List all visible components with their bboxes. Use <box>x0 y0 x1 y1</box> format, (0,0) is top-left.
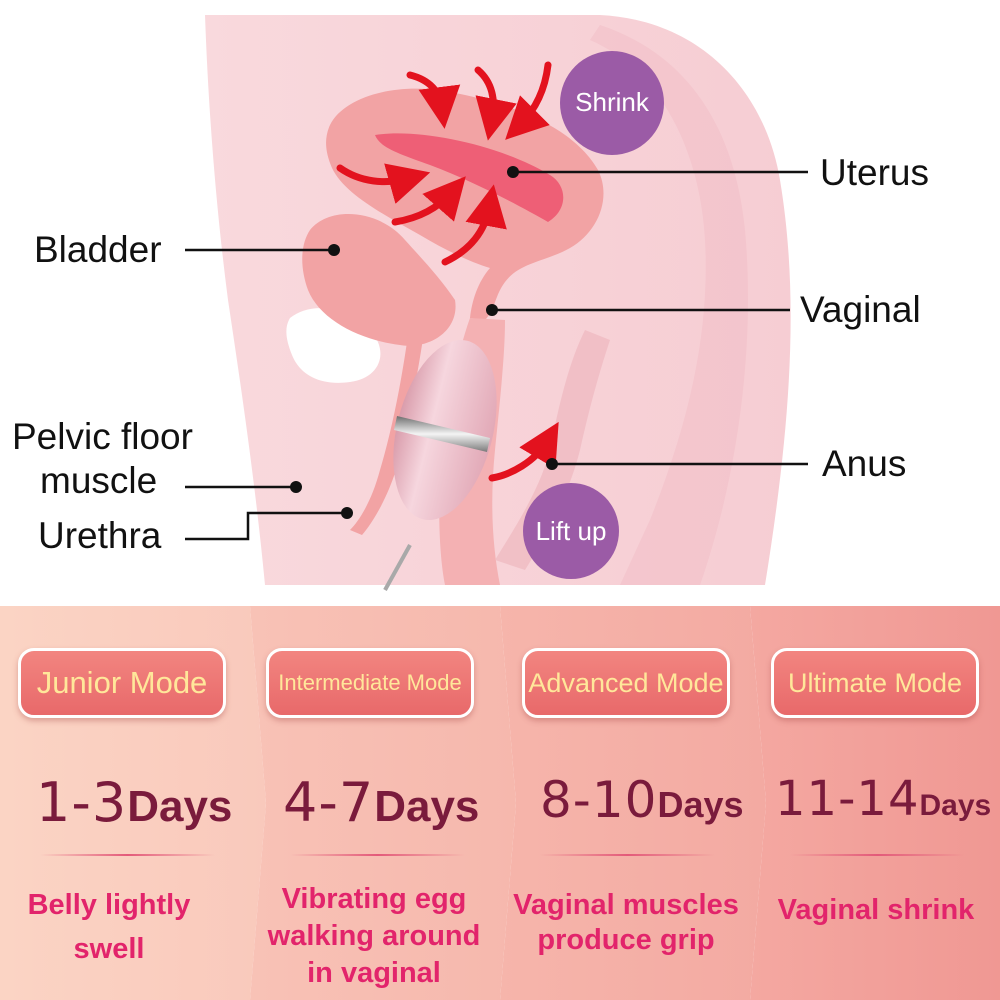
advanced-divider <box>540 854 715 856</box>
intermediate-divider <box>290 854 465 856</box>
label-uterus: Uterus <box>820 152 929 193</box>
training-steps: Junior Mode 1-3Days Belly lightly swell … <box>0 606 1000 1000</box>
intermediate-mode-button: Intermediate Mode <box>266 648 474 718</box>
shrink-badge-circle <box>560 51 664 155</box>
label-pelvic-floor-line2: muscle <box>40 460 158 501</box>
intermediate-days-unit: Days <box>374 782 480 831</box>
shrink-arrows <box>336 61 559 482</box>
label-anus: Anus <box>822 443 907 484</box>
junior-days: 1-3Days <box>36 771 232 834</box>
junior-desc: Belly lightly swell <box>0 886 218 968</box>
vibrating-egg <box>383 339 497 591</box>
junior-divider <box>40 854 215 856</box>
label-bladder: Bladder <box>34 229 162 270</box>
uterus-core <box>375 133 564 222</box>
intermediate-days-range: 4-7 <box>283 771 375 834</box>
ultimate-days-range: 11-14 <box>775 771 920 827</box>
junior-desc-line2: swell <box>73 933 145 965</box>
ultimate-divider <box>790 854 965 856</box>
leader-dots <box>290 166 558 519</box>
junior-days-range: 1-3 <box>36 771 128 834</box>
ultimate-desc: Vaginal shrink <box>758 891 994 929</box>
intermediate-mode-label: Intermediate Mode <box>278 670 462 695</box>
ultimate-desc-line1: Vaginal shrink <box>777 894 975 926</box>
ultimate-days-unit: Days <box>919 789 992 822</box>
lift-up-badge-circle <box>523 483 619 579</box>
urethra-organ <box>350 320 425 535</box>
intermediate-desc-line1: Vibrating egg <box>281 883 467 915</box>
anatomy-illustration <box>185 15 808 591</box>
advanced-desc-line1: Vaginal muscles <box>513 889 739 921</box>
junior-mode-button: Junior Mode <box>18 648 226 718</box>
intermediate-desc: Vibrating egg walking around in vaginal <box>252 881 496 992</box>
label-pelvic-floor-line1: Pelvic floor <box>12 416 193 457</box>
advanced-days-range: 8-10 <box>540 771 658 829</box>
ultimate-mode-button: Ultimate Mode <box>771 648 979 718</box>
intermediate-days: 4-7Days <box>283 771 479 834</box>
lift-up-badge: Lift up <box>535 516 607 546</box>
label-urethra: Urethra <box>38 515 162 556</box>
advanced-mode-label: Advanced Mode <box>528 667 724 698</box>
intermediate-desc-line2: walking around <box>267 920 481 952</box>
label-vaginal: Vaginal <box>800 289 921 330</box>
advanced-mode-button: Advanced Mode <box>522 648 730 718</box>
shrink-badge: Shrink <box>575 87 649 117</box>
junior-desc-line1: Belly lightly <box>27 889 191 921</box>
ultimate-mode-label: Ultimate Mode <box>787 667 963 698</box>
advanced-days-unit: Days <box>657 784 744 825</box>
advanced-desc-line2: produce grip <box>537 924 715 956</box>
back-band <box>590 25 748 585</box>
advanced-desc: Vaginal muscles produce grip <box>504 888 748 958</box>
bladder-organ <box>302 213 456 346</box>
junior-mode-label: Junior Mode <box>36 665 208 700</box>
advanced-days: 8-10Days <box>540 771 744 829</box>
intermediate-desc-line3: in vaginal <box>307 957 441 989</box>
junior-days-unit: Days <box>127 782 233 831</box>
anatomy-diagram: Shrink Lift up Uterus Bladder Vaginal An… <box>12 15 929 591</box>
leader-lines <box>185 170 808 541</box>
ultimate-days: 11-14Days <box>775 771 991 827</box>
